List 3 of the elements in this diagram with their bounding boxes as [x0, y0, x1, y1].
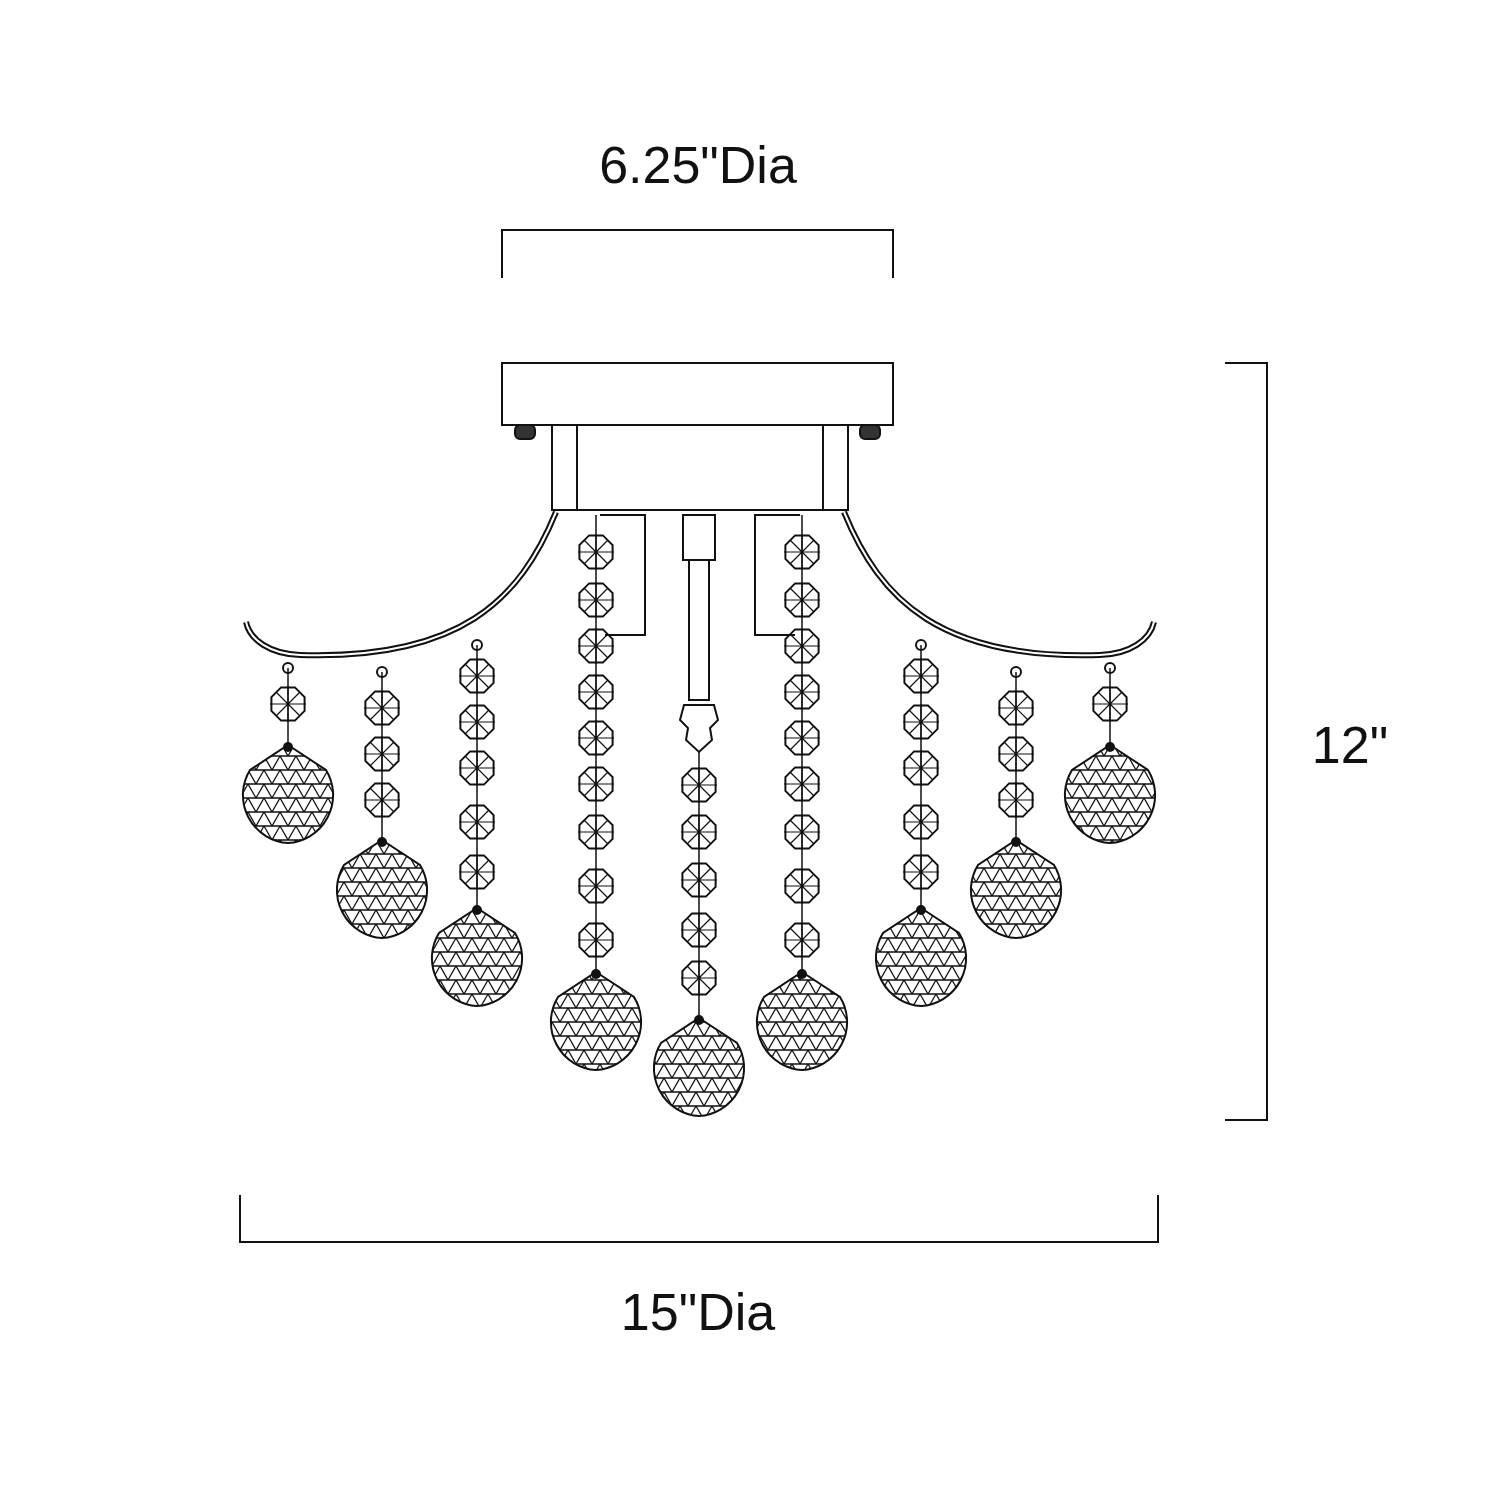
dimension-label: 15"Dia — [620, 1282, 776, 1342]
dimension-label: 12" — [1311, 715, 1389, 775]
dimension-label: 6.25"Dia — [599, 135, 797, 195]
